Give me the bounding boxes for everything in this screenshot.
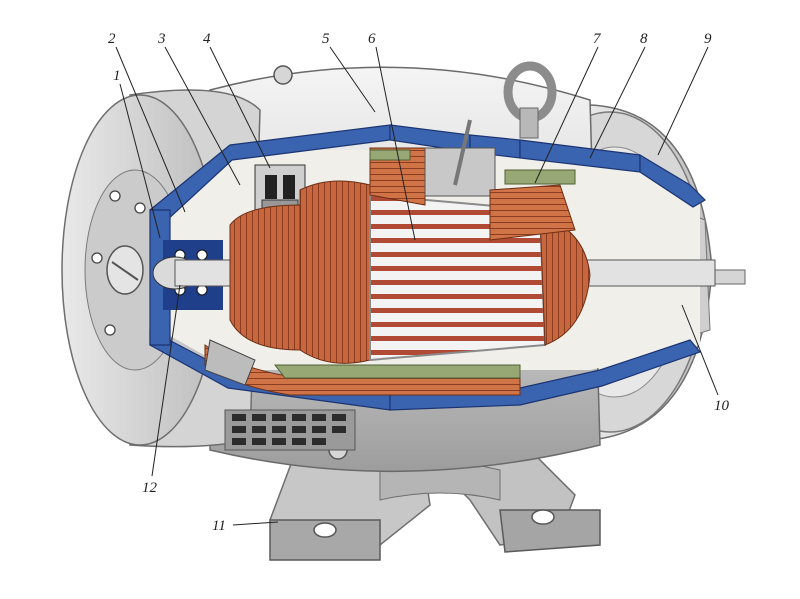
callout-number-8: 8 [640,31,648,47]
callout-4: 4 [203,31,271,169]
callout-6: 6 [368,31,416,241]
callout-number-1: 1 [113,68,121,84]
callout-11: 11 [212,518,279,534]
callout-number-9: 9 [704,31,712,47]
callout-number-10: 10 [714,398,730,414]
callout-9: 9 [657,31,712,156]
callout-2: 2 [108,31,186,213]
callout-5: 5 [322,31,376,113]
lifting-eye-bolt [503,61,557,139]
callout-8: 8 [589,31,648,159]
callout-number-3: 3 [157,31,166,47]
callout-12: 12 [142,284,181,496]
field-coil-top [369,119,576,241]
callout-number-2: 2 [108,31,116,47]
armature-winding-end [299,180,371,364]
callout-number-6: 6 [368,31,376,47]
callout-labels: 1 2 3 4 5 6 7 8 [108,31,730,534]
callout-number-7: 7 [593,31,602,47]
callout-7: 7 [534,31,602,184]
callout-10: 10 [681,304,730,414]
callout-number-4: 4 [203,31,211,47]
callout-1: 1 [113,68,161,239]
field-coil-bottom [204,339,521,396]
ventilation-grille [224,409,356,451]
callout-number-12: 12 [142,480,158,496]
callout-3: 3 [157,31,241,186]
callout-number-5: 5 [322,31,330,47]
callout-number-11: 11 [212,518,226,534]
cutaway-interior [149,119,716,411]
commutator [229,204,301,351]
